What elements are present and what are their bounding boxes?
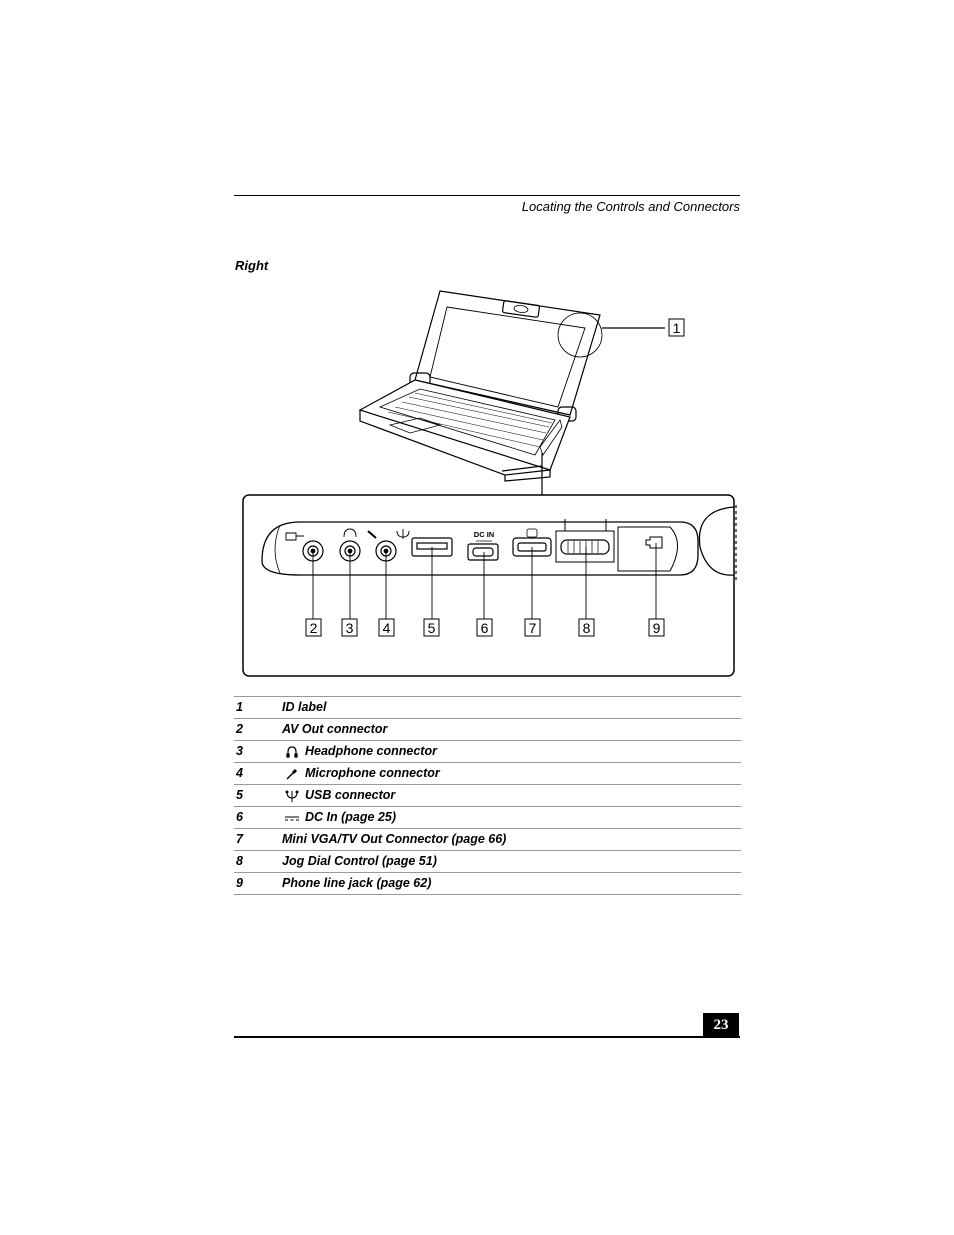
svg-text:4: 4 (383, 620, 391, 636)
legend-number: 5 (236, 788, 243, 802)
microphone-port (367, 530, 397, 562)
header-rule (234, 195, 740, 196)
callout-7: 7 (524, 618, 541, 637)
usb-icon (285, 790, 299, 802)
callout-3: 3 (341, 618, 358, 637)
callout-6: 6 (476, 618, 493, 637)
legend-label: AV Out connector (282, 722, 388, 736)
phone-line-jack (645, 536, 663, 549)
legend-row: 6 DC In (page 25) (234, 807, 741, 829)
legend-number: 4 (236, 766, 243, 780)
legend-number: 6 (236, 810, 243, 824)
legend-number: 8 (236, 854, 243, 868)
legend-label: Microphone connector (305, 766, 440, 780)
page-number: 23 (703, 1013, 739, 1037)
legend-label: Phone line jack (page 62) (282, 876, 432, 890)
callout-9: 9 (648, 618, 665, 637)
svg-text:8: 8 (583, 620, 591, 636)
legend-number: 1 (236, 700, 243, 714)
legend-row: 1 ID label (234, 697, 741, 719)
dc-in-icon (285, 816, 299, 821)
dc-in-port: DC IN (467, 530, 499, 561)
legend-number: 9 (236, 876, 243, 890)
section-heading: Right (235, 258, 269, 273)
legend-label: Mini VGA/TV Out Connector (page 66) (282, 832, 507, 846)
connector-legend-table: 1 ID label 2 AV Out connector 3 Headphon… (234, 696, 741, 895)
legend-row: 8 Jog Dial Control (page 51) (234, 851, 741, 873)
svg-text:DC IN: DC IN (474, 530, 494, 539)
legend-number: 7 (236, 832, 243, 846)
legend-row: 5 USB connector (234, 785, 741, 807)
leader-lines (312, 543, 657, 619)
jog-dial-control (555, 519, 615, 563)
legend-row: 4 Microphone connector (234, 763, 741, 785)
laptop-illustration (358, 290, 665, 495)
svg-text:5: 5 (428, 620, 436, 636)
legend-number: 2 (236, 722, 243, 736)
legend-label: Jog Dial Control (page 51) (282, 854, 437, 868)
callout-1: 1 (668, 318, 685, 337)
running-header: Locating the Controls and Connectors (521, 199, 740, 214)
svg-text:3: 3 (346, 620, 354, 636)
laptop-right-side-figure: DC IN (240, 285, 740, 680)
callout-4: 4 (378, 618, 395, 637)
callout-2: 2 (305, 618, 322, 637)
svg-text:7: 7 (529, 620, 537, 636)
legend-row: 9 Phone line jack (page 62) (234, 873, 741, 895)
headphone-icon (286, 746, 298, 758)
legend-label: Headphone connector (305, 744, 437, 758)
microphone-icon (286, 768, 298, 780)
legend-label: ID label (282, 700, 327, 714)
legend-label: DC In (page 25) (305, 810, 396, 824)
legend-number: 3 (236, 744, 243, 758)
callout-8: 8 (578, 618, 595, 637)
legend-row: 3 Headphone connector (234, 741, 741, 763)
legend-row: 2 AV Out connector (234, 719, 741, 741)
footer-rule (234, 1036, 740, 1038)
callout-5: 5 (423, 618, 440, 637)
svg-text:2: 2 (310, 620, 318, 636)
legend-label: USB connector (305, 788, 396, 802)
svg-text:6: 6 (481, 620, 489, 636)
legend-row: 7 Mini VGA/TV Out Connector (page 66) (234, 829, 741, 851)
av-out-port (285, 532, 324, 562)
svg-text:9: 9 (653, 620, 661, 636)
svg-text:1: 1 (673, 320, 681, 336)
